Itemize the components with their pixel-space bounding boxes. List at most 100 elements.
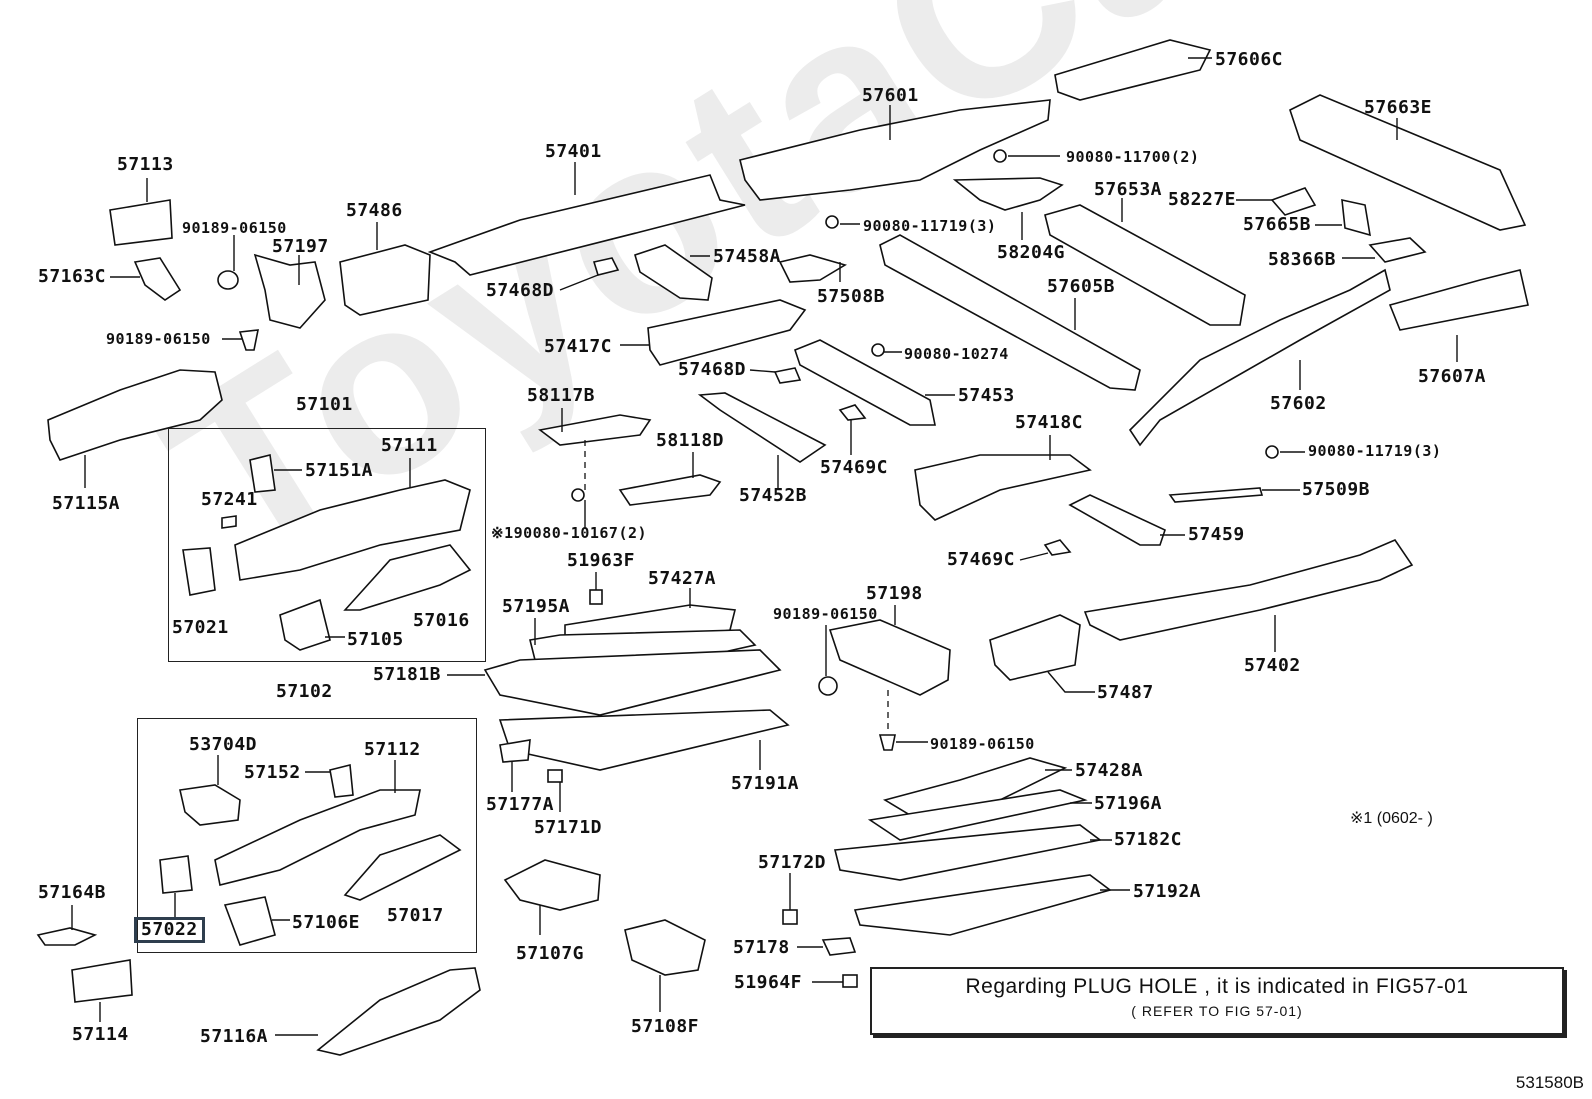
label-57198[interactable]: 57198 bbox=[866, 583, 923, 604]
label-57111[interactable]: 57111 bbox=[381, 435, 438, 456]
label-57417C[interactable]: 57417C bbox=[544, 336, 613, 357]
part-57022[interactable] bbox=[159, 855, 193, 894]
label-57017[interactable]: 57017 bbox=[387, 905, 444, 926]
part-57607A[interactable] bbox=[1388, 269, 1529, 331]
part-90189-06150-b[interactable] bbox=[238, 329, 259, 351]
part-57164B[interactable] bbox=[36, 927, 98, 946]
label-57192A[interactable]: 57192A bbox=[1133, 881, 1202, 902]
part-58117B[interactable] bbox=[538, 414, 652, 446]
label-53704D[interactable]: 53704D bbox=[189, 734, 258, 755]
part-57192A[interactable] bbox=[853, 874, 1112, 936]
part-57601[interactable] bbox=[739, 99, 1051, 201]
label-90189-06150-d[interactable]: 90189-06150 bbox=[930, 735, 1035, 753]
part-57178[interactable] bbox=[821, 937, 857, 956]
part-58204G[interactable] bbox=[952, 177, 1064, 211]
part-90189-06150-d[interactable] bbox=[878, 734, 896, 751]
label-57458A[interactable]: 57458A bbox=[713, 246, 782, 267]
part-57605B[interactable] bbox=[879, 234, 1141, 391]
part-57453[interactable] bbox=[794, 339, 936, 426]
label-57115A[interactable]: 57115A bbox=[52, 493, 121, 514]
label-57016[interactable]: 57016 bbox=[413, 610, 470, 631]
part-57115A[interactable] bbox=[47, 369, 223, 461]
part-57606C[interactable] bbox=[1054, 39, 1212, 101]
label-90080-10274[interactable]: 90080-10274 bbox=[904, 345, 1009, 363]
label-57508B[interactable]: 57508B bbox=[817, 286, 886, 307]
part-57152[interactable] bbox=[329, 763, 354, 798]
part-57113[interactable] bbox=[109, 199, 173, 246]
part-57116A[interactable] bbox=[316, 967, 481, 1056]
label-57487[interactable]: 57487 bbox=[1097, 682, 1154, 703]
label-51963F[interactable]: 51963F bbox=[567, 550, 636, 571]
part-57468D-b[interactable] bbox=[773, 367, 802, 384]
label-57402[interactable]: 57402 bbox=[1244, 655, 1301, 676]
label-57665B[interactable]: 57665B bbox=[1243, 214, 1312, 235]
label-58204G[interactable]: 58204G bbox=[997, 242, 1066, 263]
part-58227E[interactable] bbox=[1270, 187, 1317, 216]
label-57197[interactable]: 57197 bbox=[272, 236, 329, 257]
part-bolt-90080-11700[interactable] bbox=[993, 149, 1007, 163]
part-57458A[interactable] bbox=[634, 244, 713, 301]
label-57163C[interactable]: 57163C bbox=[38, 266, 107, 287]
part-90189-06150-c[interactable] bbox=[818, 676, 838, 696]
part-57182C[interactable] bbox=[833, 824, 1102, 881]
part-57112[interactable] bbox=[214, 789, 421, 886]
label-57418C[interactable]: 57418C bbox=[1015, 412, 1084, 433]
label-58117B[interactable]: 58117B bbox=[527, 385, 596, 406]
label-57607A[interactable]: 57607A bbox=[1418, 366, 1487, 387]
label-57164B[interactable]: 57164B bbox=[38, 882, 107, 903]
label-90080-11719-a[interactable]: 90080-11719(3) bbox=[863, 217, 997, 235]
label-57195A[interactable]: 57195A bbox=[502, 596, 571, 617]
label-57428A[interactable]: 57428A bbox=[1075, 760, 1144, 781]
part-57172D[interactable] bbox=[782, 909, 798, 925]
label-57108F[interactable]: 57108F bbox=[631, 1016, 700, 1037]
part-53704D[interactable] bbox=[179, 784, 241, 826]
label-58227E[interactable]: 58227E bbox=[1168, 189, 1237, 210]
label-90189-06150-c[interactable]: 90189-06150 bbox=[773, 605, 878, 623]
part-57459[interactable] bbox=[1068, 494, 1166, 546]
label-57401[interactable]: 57401 bbox=[545, 141, 602, 162]
part-bolt-90080-11719-a[interactable] bbox=[825, 215, 839, 229]
part-57105[interactable] bbox=[279, 598, 331, 651]
part-57469C-b[interactable] bbox=[1043, 539, 1072, 556]
label-57191A[interactable]: 57191A bbox=[731, 773, 800, 794]
part-57177A[interactable] bbox=[499, 739, 531, 763]
label-51964F[interactable]: 51964F bbox=[734, 972, 803, 993]
part-57468D-a[interactable] bbox=[592, 257, 620, 276]
part-57163C[interactable] bbox=[133, 257, 182, 301]
label-58366B[interactable]: 58366B bbox=[1268, 249, 1337, 270]
part-57486[interactable] bbox=[339, 244, 431, 316]
part-58118D[interactable] bbox=[618, 474, 722, 506]
label-57606C[interactable]: 57606C bbox=[1215, 49, 1284, 70]
part-57509B[interactable] bbox=[1168, 487, 1264, 503]
part-57417C[interactable] bbox=[647, 299, 807, 366]
label-57107G[interactable]: 57107G bbox=[516, 943, 585, 964]
label-58118D[interactable]: 58118D bbox=[656, 430, 725, 451]
label-57112[interactable]: 57112 bbox=[364, 739, 421, 760]
label-57427A[interactable]: 57427A bbox=[648, 568, 717, 589]
part-90189-06150-a[interactable] bbox=[217, 270, 239, 290]
part-57197[interactable] bbox=[253, 253, 326, 329]
label-57022-highlighted[interactable]: 57022 bbox=[134, 917, 205, 943]
part-57663E[interactable] bbox=[1289, 94, 1527, 231]
part-57107G[interactable] bbox=[503, 859, 601, 911]
label-57469C-a[interactable]: 57469C bbox=[820, 457, 889, 478]
part-57114[interactable] bbox=[71, 959, 133, 1003]
label-57486[interactable]: 57486 bbox=[346, 200, 403, 221]
part-57171D[interactable] bbox=[547, 769, 563, 783]
part-57191A[interactable] bbox=[498, 709, 790, 771]
label-57196A[interactable]: 57196A bbox=[1094, 793, 1163, 814]
part-57602[interactable] bbox=[1128, 268, 1391, 447]
label-90189-06150-b[interactable]: 90189-06150 bbox=[106, 330, 211, 348]
part-57241[interactable] bbox=[221, 515, 237, 529]
part-58366B[interactable] bbox=[1368, 237, 1427, 263]
label-90080-10167[interactable]: ※190080-10167(2) bbox=[491, 524, 648, 542]
label-57151A[interactable]: 57151A bbox=[305, 460, 374, 481]
label-57152[interactable]: 57152 bbox=[244, 762, 301, 783]
label-57172D[interactable]: 57172D bbox=[758, 852, 827, 873]
part-57016[interactable] bbox=[343, 544, 472, 611]
label-57459[interactable]: 57459 bbox=[1188, 524, 1245, 545]
label-90189-06150-a[interactable]: 90189-06150 bbox=[182, 219, 287, 237]
part-57181B[interactable] bbox=[483, 649, 782, 716]
part-57418C[interactable] bbox=[914, 454, 1092, 521]
part-57196A[interactable] bbox=[867, 789, 1088, 841]
